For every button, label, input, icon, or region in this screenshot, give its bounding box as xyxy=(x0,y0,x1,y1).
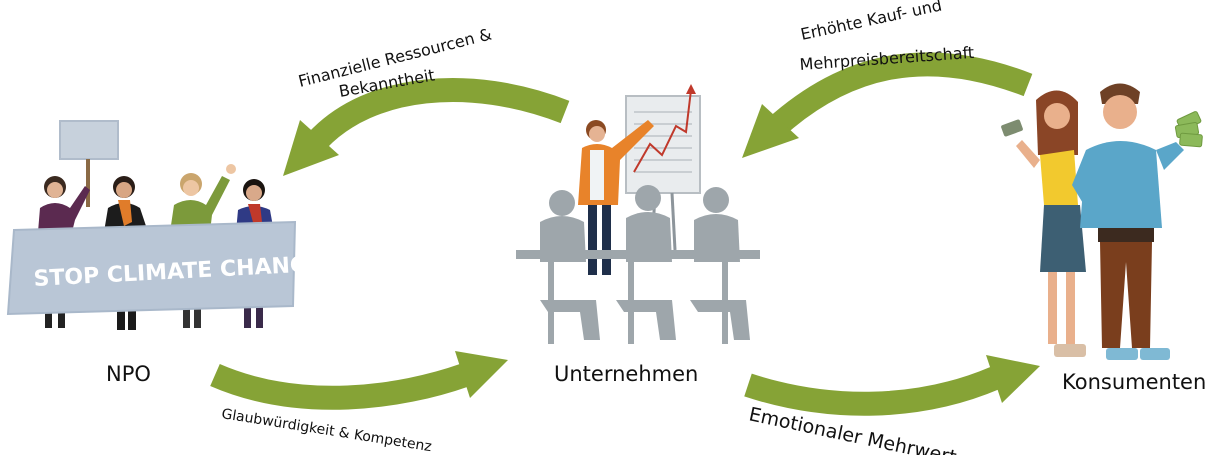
node-label-npo: NPO xyxy=(106,362,151,386)
node-label-unternehmen: Unternehmen xyxy=(554,362,699,386)
konsumenten-illustration xyxy=(1001,83,1203,360)
arrow-unternehmen-to-npo xyxy=(283,78,570,176)
arrow-unternehmen-to-konsumenten xyxy=(744,355,1040,416)
node-label-konsumenten: Konsumenten xyxy=(1062,370,1205,394)
arrow-npo-to-unternehmen xyxy=(210,351,508,410)
unternehmen-illustration xyxy=(516,84,760,344)
flow-label-glaubwuerdigkeit: Glaubwürdigkeit & Kompetenz xyxy=(220,406,432,455)
flow-label-erhoehte-line1: Erhöhte Kauf- und xyxy=(799,0,944,44)
arrow-konsumenten-to-unternehmen xyxy=(742,52,1033,158)
npo-illustration: STOP CLIMATE CHANGE! xyxy=(6,120,334,330)
